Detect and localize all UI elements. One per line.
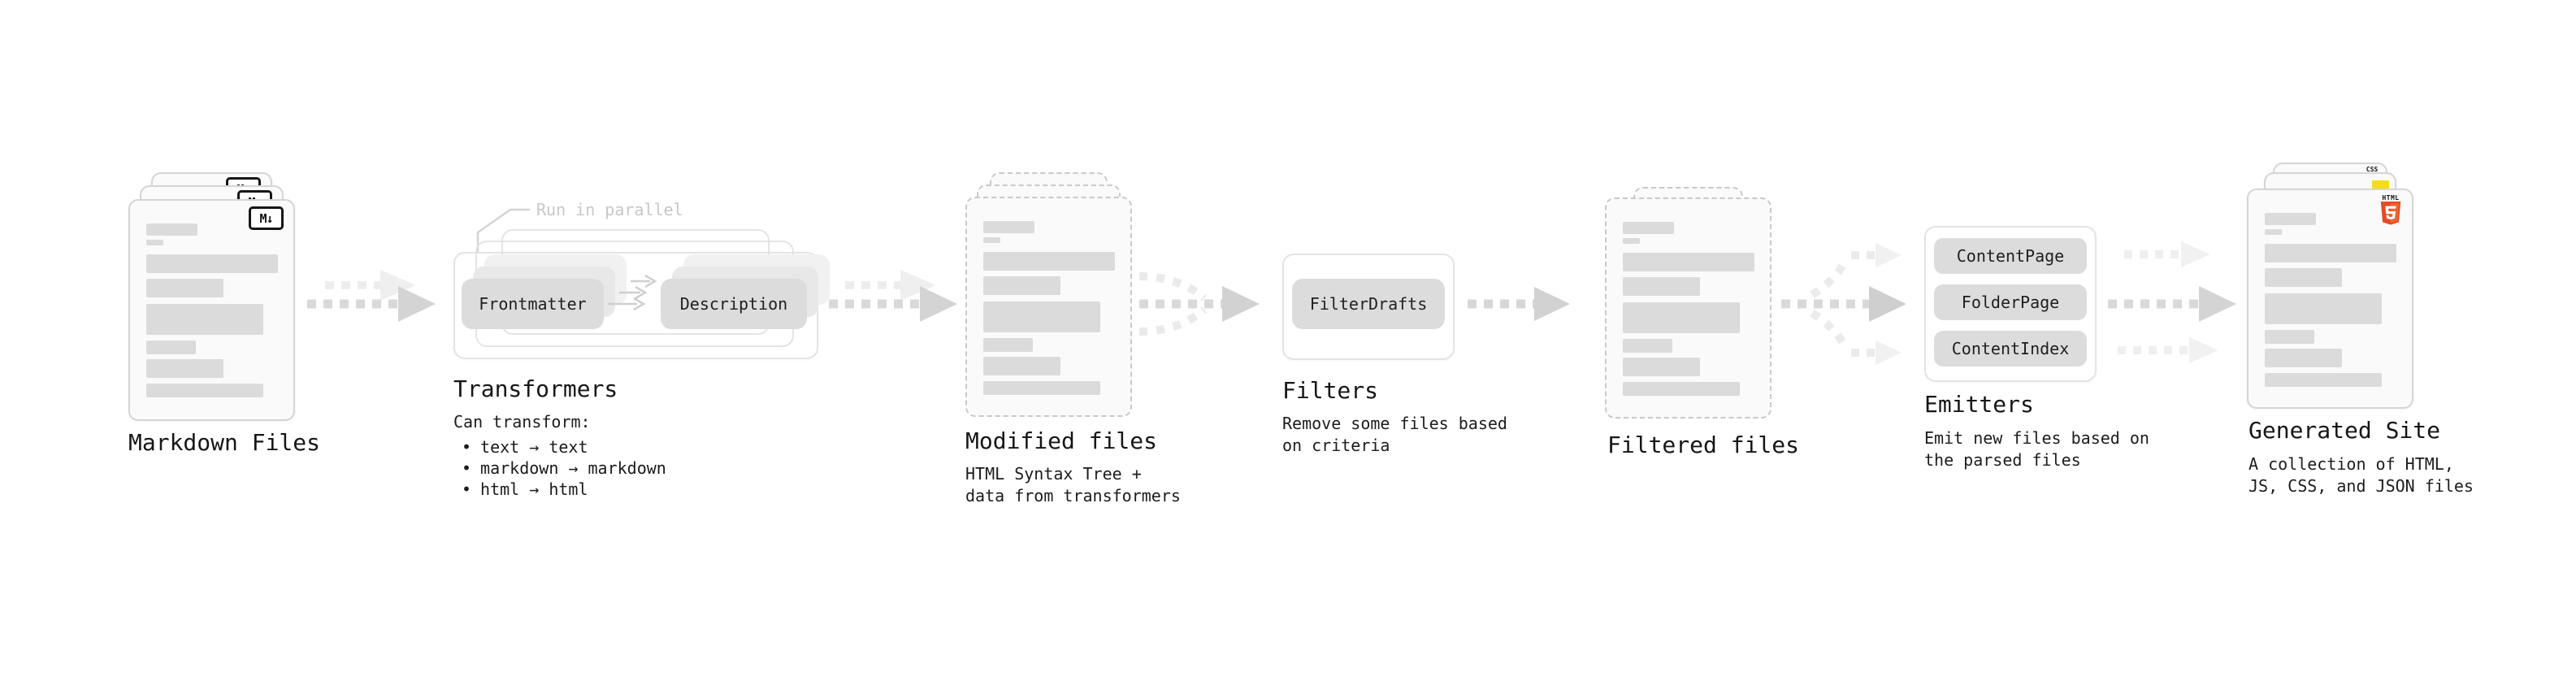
modified-files-label: Modified files bbox=[965, 427, 1158, 454]
file-content-placeholder bbox=[146, 223, 278, 397]
bullet-dot: • bbox=[462, 437, 472, 457]
js-icon bbox=[2372, 180, 2389, 189]
transformers-bullet-list: • text → text • markdown → markdown • ht… bbox=[462, 436, 666, 500]
filters-desc: Remove some files based on criteria bbox=[1282, 414, 1507, 455]
folderpage-pill: FolderPage bbox=[1934, 284, 2087, 320]
transformers-label: Transformers bbox=[453, 375, 618, 402]
arrow-filtered-to-emitters bbox=[1781, 243, 1906, 365]
filters-label: Filters bbox=[1282, 377, 1379, 404]
description-pill: Description bbox=[661, 279, 807, 329]
markdown-icon: M↓ bbox=[249, 206, 284, 230]
modified-files-stack bbox=[965, 172, 1132, 417]
file-content-placeholder bbox=[1623, 222, 1754, 396]
arrow-filters-to-filtered bbox=[1468, 287, 1570, 321]
bullet-text: markdown → markdown bbox=[480, 458, 666, 478]
contentpage-pill: ContentPage bbox=[1934, 238, 2087, 274]
file-content-placeholder bbox=[983, 221, 1115, 395]
bullet-dot: • bbox=[462, 479, 472, 499]
modified-file-card-front bbox=[965, 197, 1132, 417]
css-icon-text: CSS bbox=[2366, 166, 2379, 173]
emitters-label: Emitters bbox=[1924, 391, 2034, 418]
filtered-file-card-front bbox=[1605, 197, 1772, 419]
html-file-card: HTML bbox=[2247, 189, 2413, 409]
transformers-desc-title: Can transform: bbox=[453, 412, 591, 432]
filters-box bbox=[1282, 254, 1455, 360]
filtered-files-label: Filtered files bbox=[1607, 432, 1800, 458]
bullet-dot: • bbox=[462, 458, 472, 478]
generated-site-desc: A collection of HTML, JS, CSS, and JSON … bbox=[2249, 454, 2474, 496]
contentindex-pill: ContentIndex bbox=[1934, 331, 2087, 367]
arrow-emitters-to-generated bbox=[2108, 241, 2236, 363]
arrow-markdown-to-transformers bbox=[307, 270, 436, 322]
emitters-box bbox=[1924, 226, 2097, 382]
markdown-file-card-front: M↓ bbox=[128, 199, 295, 421]
arrow-transformers-to-modified bbox=[829, 270, 957, 322]
bullet-text: text → text bbox=[480, 437, 588, 457]
generated-site-stack: CSS HTML bbox=[2247, 163, 2413, 409]
emitters-desc: Emit new files based on the parsed files bbox=[1924, 428, 2149, 470]
frontmatter-pill: Frontmatter bbox=[462, 279, 604, 329]
arrow-modified-to-filters bbox=[1138, 272, 1260, 336]
bullet-text: html → html bbox=[480, 479, 588, 499]
transform-bullet: • html → html bbox=[462, 479, 666, 500]
transform-bullet: • markdown → markdown bbox=[462, 458, 666, 479]
html5-icon-text: HTML bbox=[2382, 194, 2400, 202]
file-content-placeholder bbox=[2265, 213, 2396, 387]
html5-shield bbox=[2380, 202, 2401, 225]
generated-site-label: Generated Site bbox=[2249, 417, 2441, 444]
filtered-files-stack bbox=[1605, 187, 1772, 419]
run-in-parallel-note: Run in parallel bbox=[536, 200, 683, 219]
filterdrafts-pill: FilterDrafts bbox=[1292, 279, 1445, 329]
markdown-files-label: Markdown Files bbox=[128, 429, 321, 456]
markdown-files-stack: M↓ M↓ M↓ bbox=[128, 172, 295, 421]
transform-bullet: • text → text bbox=[462, 436, 666, 458]
html5-icon: HTML bbox=[2379, 194, 2402, 229]
modified-files-desc: HTML Syntax Tree + data from transformer… bbox=[965, 464, 1181, 505]
